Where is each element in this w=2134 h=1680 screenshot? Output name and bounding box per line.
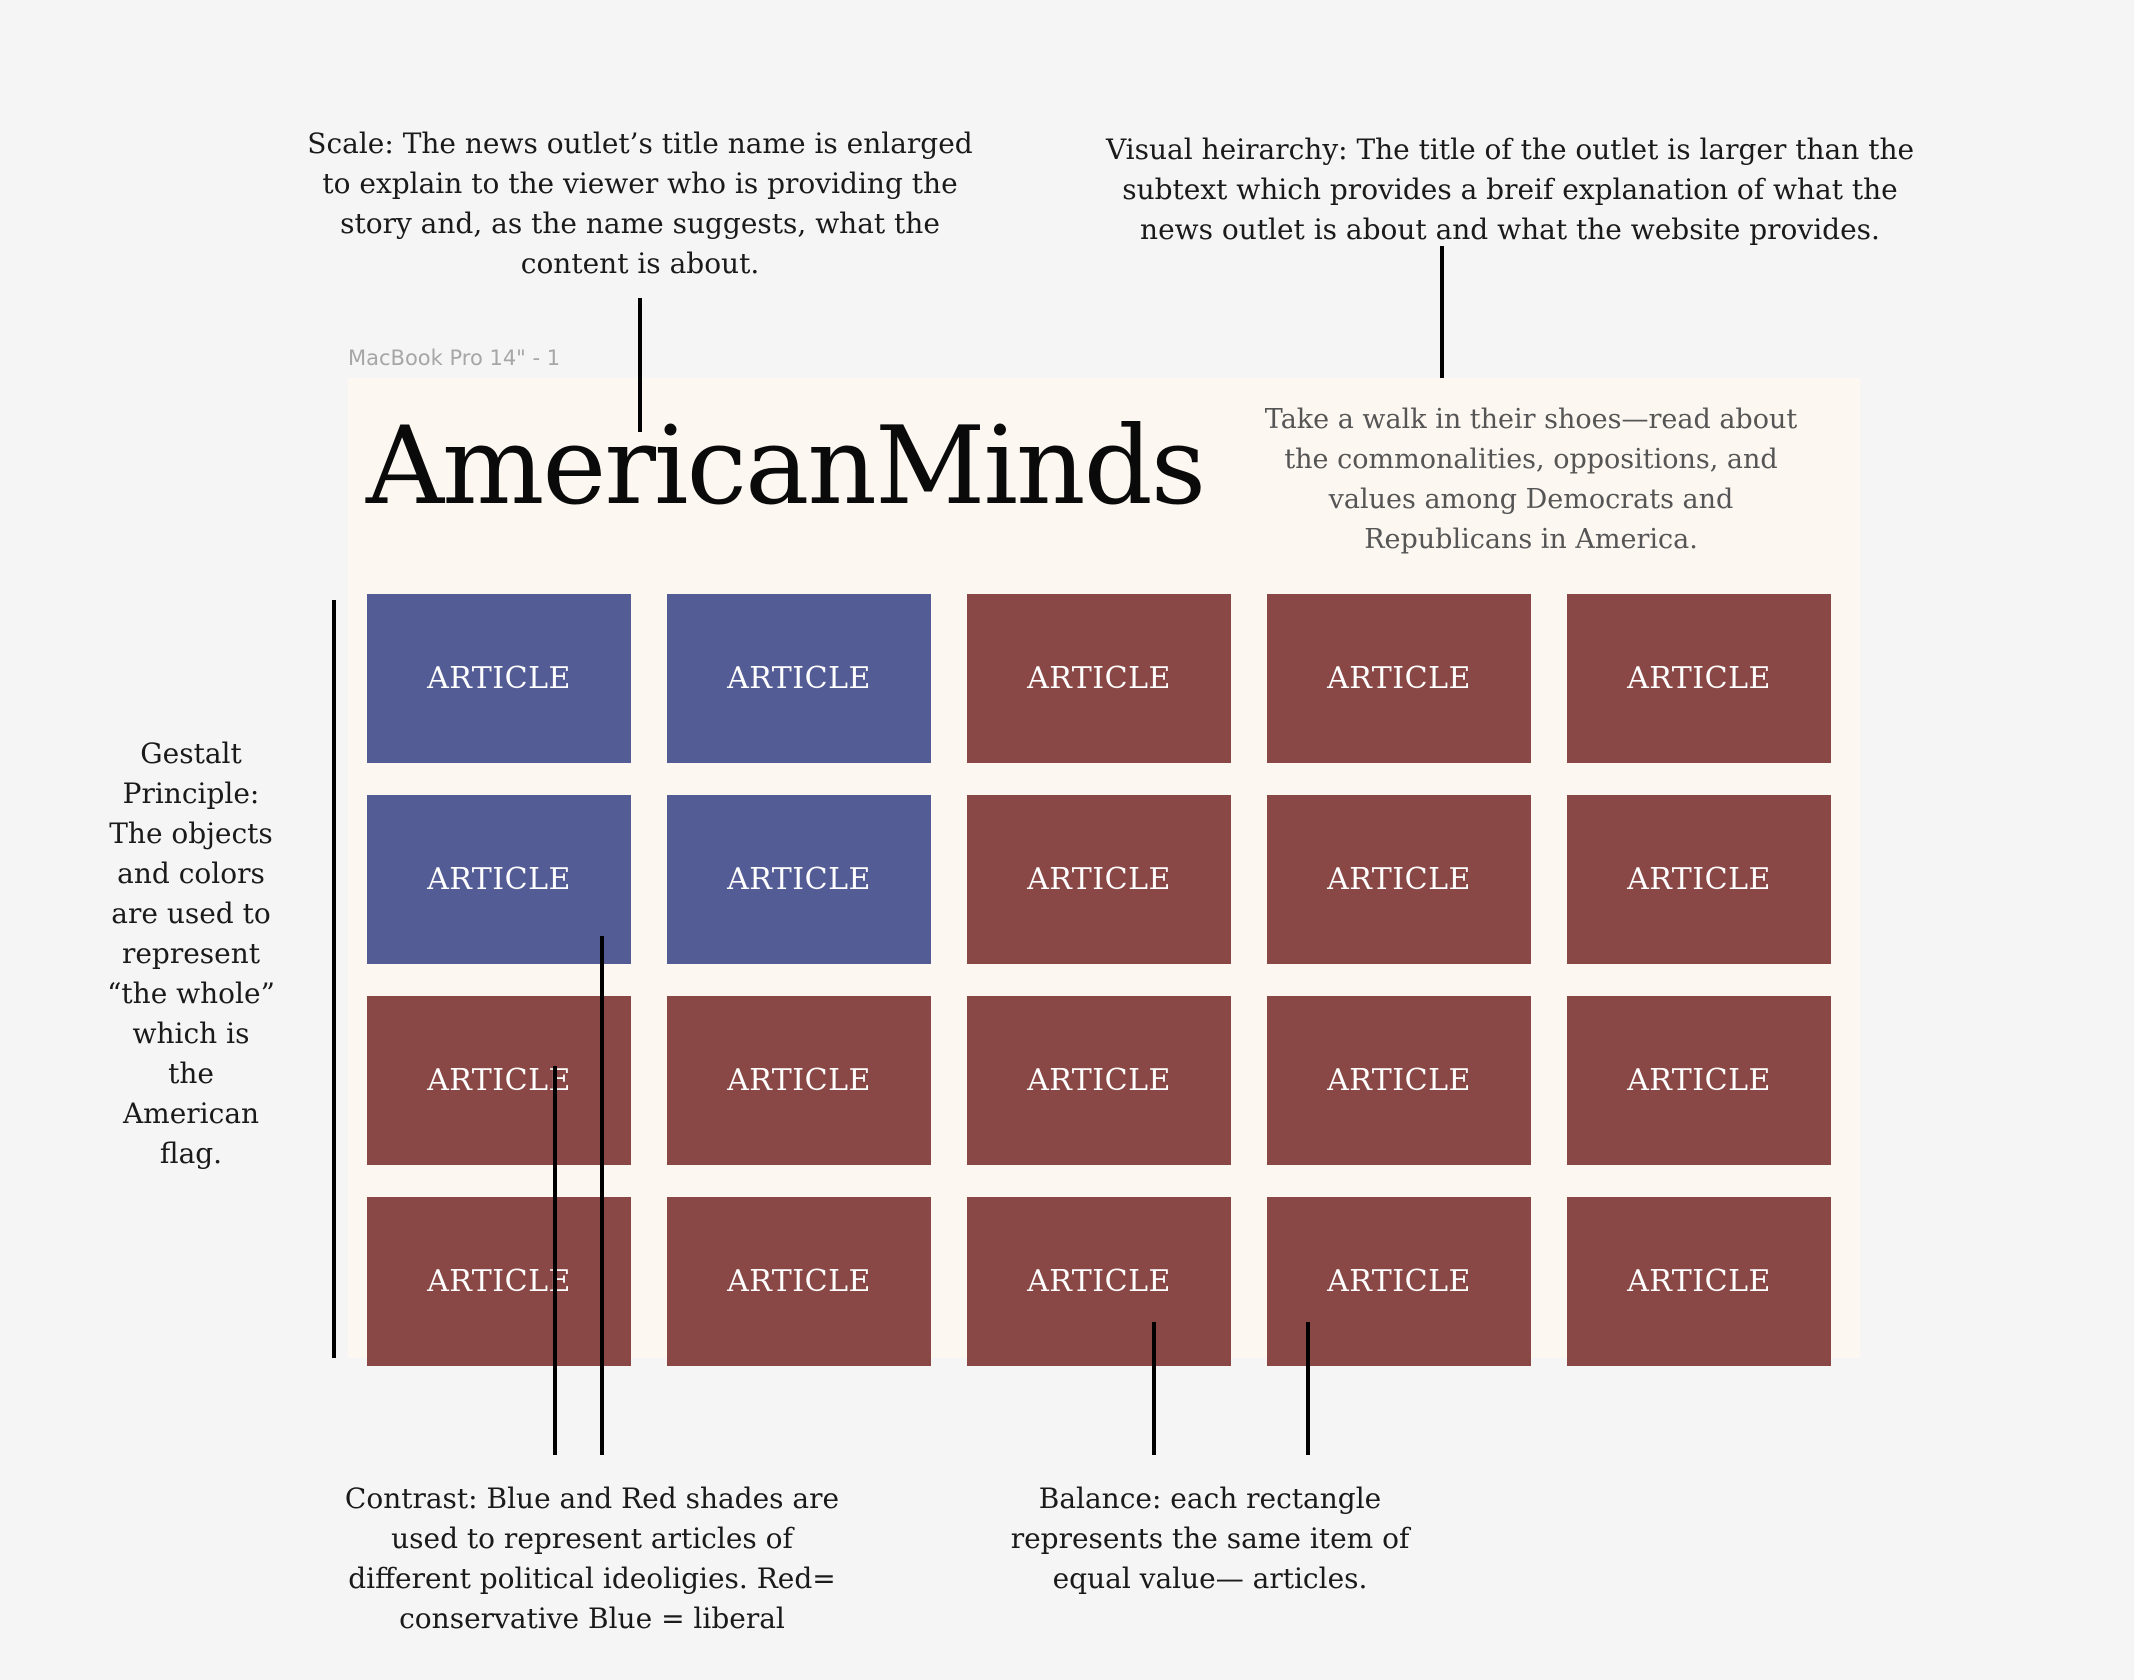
gestalt-connector-line — [332, 600, 336, 1358]
site-tagline: Take a walk in their shoes—read about th… — [1264, 404, 1798, 555]
article-card-7[interactable]: ARTICLE — [667, 795, 931, 964]
website-frame: AmericanMinds Take a walk in their shoes… — [348, 378, 1860, 1366]
article-card-3[interactable]: ARTICLE — [967, 594, 1231, 763]
article-card-11[interactable]: ARTICLE — [367, 996, 631, 1165]
article-card-1[interactable]: ARTICLE — [367, 594, 631, 763]
annotation-contrast: Contrast: Blue and Red shades are used t… — [344, 1482, 840, 1635]
article-card-13[interactable]: ARTICLE — [967, 996, 1231, 1165]
article-card-15[interactable]: ARTICLE — [1567, 996, 1831, 1165]
frame-label: MacBook Pro 14" - 1 — [348, 346, 561, 370]
article-card-16[interactable]: ARTICLE — [367, 1197, 631, 1366]
article-card-4[interactable]: ARTICLE — [1267, 594, 1531, 763]
scale-connector-line — [638, 298, 642, 432]
article-card-18[interactable]: ARTICLE — [967, 1197, 1231, 1366]
balance-connector-line-1 — [1152, 1322, 1156, 1455]
article-card-17[interactable]: ARTICLE — [667, 1197, 931, 1366]
article-card-5[interactable]: ARTICLE — [1567, 594, 1831, 763]
annotation-balance: Balance: each rectangle represents the s… — [1010, 1482, 1410, 1595]
article-card-12[interactable]: ARTICLE — [667, 996, 931, 1165]
contrast-connector-line-1 — [553, 1066, 557, 1455]
article-card-2[interactable]: ARTICLE — [667, 594, 931, 763]
site-title[interactable]: AmericanMinds — [366, 404, 1206, 529]
article-card-14[interactable]: ARTICLE — [1267, 996, 1531, 1165]
annotation-gestalt: Gestalt Principle: The objects and color… — [107, 737, 275, 1170]
article-card-6[interactable]: ARTICLE — [367, 795, 631, 964]
annotation-scale: Scale: The news outlet’s title name is e… — [307, 127, 973, 280]
annotation-visual-hierarchy: Visual heirarchy: The title of the outle… — [1105, 133, 1915, 246]
balance-connector-line-2 — [1306, 1322, 1310, 1455]
contrast-connector-line-2 — [600, 936, 604, 1455]
article-card-10[interactable]: ARTICLE — [1567, 795, 1831, 964]
article-card-20[interactable]: ARTICLE — [1567, 1197, 1831, 1366]
hierarchy-connector-line — [1440, 246, 1444, 378]
article-card-19[interactable]: ARTICLE — [1267, 1197, 1531, 1366]
article-card-8[interactable]: ARTICLE — [967, 795, 1231, 964]
article-card-9[interactable]: ARTICLE — [1267, 795, 1531, 964]
